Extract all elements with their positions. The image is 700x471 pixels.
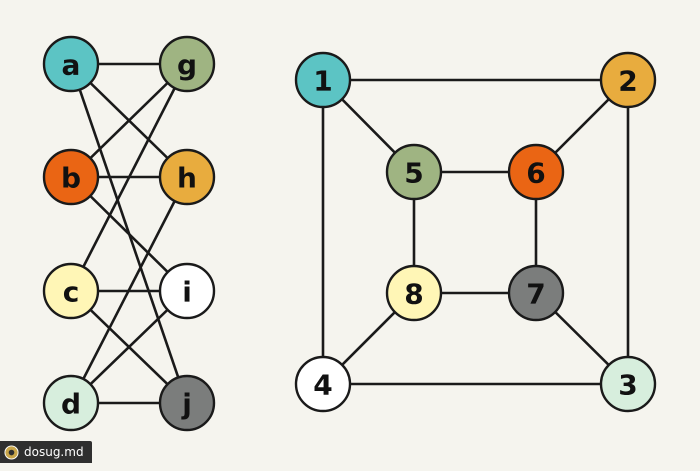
left-graph-node-d: d [42, 374, 100, 432]
left-graph-node-a-circle [42, 35, 100, 93]
right-graph-node-2: 2 [599, 51, 657, 109]
watermark-text: dosug.md [24, 445, 84, 459]
right-graph-node-6-label: 6 [526, 157, 545, 190]
right-graph-node-4: 4 [294, 355, 352, 413]
left-graph-node-b: b [42, 148, 100, 206]
left-graph-node-i-circle [158, 262, 216, 320]
left-graph-node-g-circle [158, 35, 216, 93]
right-graph-node-3-label: 3 [618, 369, 637, 402]
right-graph-node-3-circle [599, 355, 657, 413]
left-graph-node-c-circle [42, 262, 100, 320]
left-graph-node-d-circle [42, 374, 100, 432]
left-graph-node-b-circle [42, 148, 100, 206]
left-graph-node-h: h [158, 148, 216, 206]
left-graph-node-d-label: d [61, 388, 81, 421]
right-graph-node-8-circle [385, 264, 443, 322]
right-graph-edges [321, 78, 630, 386]
left-graph-node-a: a [42, 35, 100, 93]
left-graph-edge-d-h [69, 176, 189, 404]
right-graph-node-4-label: 4 [313, 369, 332, 402]
right-graph-node-8-label: 8 [404, 278, 423, 311]
left-graph-node-h-circle [158, 148, 216, 206]
watermark-badge: dosug.md [0, 441, 92, 463]
right-graph-node-7-label: 7 [526, 278, 545, 311]
right-graph-node-2-label: 2 [618, 65, 637, 98]
right-graph-node-1-label: 1 [313, 65, 332, 98]
right-graph-node-1-circle [294, 51, 352, 109]
right-graph-node-5-circle [385, 143, 443, 201]
left-graph-node-a-label: a [62, 49, 81, 82]
left-graph-node-c-label: c [63, 276, 80, 309]
left-graph-edges [69, 62, 189, 405]
right-graph-node-5: 5 [385, 143, 443, 201]
left-graph-node-c: c [42, 262, 100, 320]
right-graph-node-7-circle [507, 264, 565, 322]
right-graph-nodes: 1 2 3 4 5 6 7 8 [294, 51, 657, 413]
right-graph-node-4-circle [294, 355, 352, 413]
right-graph-node-1: 1 [294, 51, 352, 109]
right-graph-node-2-circle [599, 51, 657, 109]
right-graph-node-8: 8 [385, 264, 443, 322]
left-graph-node-b-label: b [61, 162, 81, 195]
left-graph-node-h-label: h [177, 162, 197, 195]
left-graph-node-g: g [158, 35, 216, 93]
left-graph-nodes: a g b h c i d j [42, 35, 216, 432]
right-graph-node-7: 7 [507, 264, 565, 322]
left-graph-node-i: i [158, 262, 216, 320]
left-graph-node-j: j [158, 374, 216, 432]
left-graph-node-j-circle [158, 374, 216, 432]
right-graph-node-6-circle [507, 143, 565, 201]
right-graph-node-5-label: 5 [404, 157, 423, 190]
left-graph-node-j-label: j [181, 388, 192, 421]
left-graph-node-g-label: g [177, 49, 197, 82]
right-graph-node-3: 3 [599, 355, 657, 413]
left-graph-edge-c-g [69, 63, 189, 292]
left-graph-node-i-label: i [182, 276, 192, 309]
dosug-logo-icon [4, 444, 19, 460]
right-graph-node-6: 6 [507, 143, 565, 201]
